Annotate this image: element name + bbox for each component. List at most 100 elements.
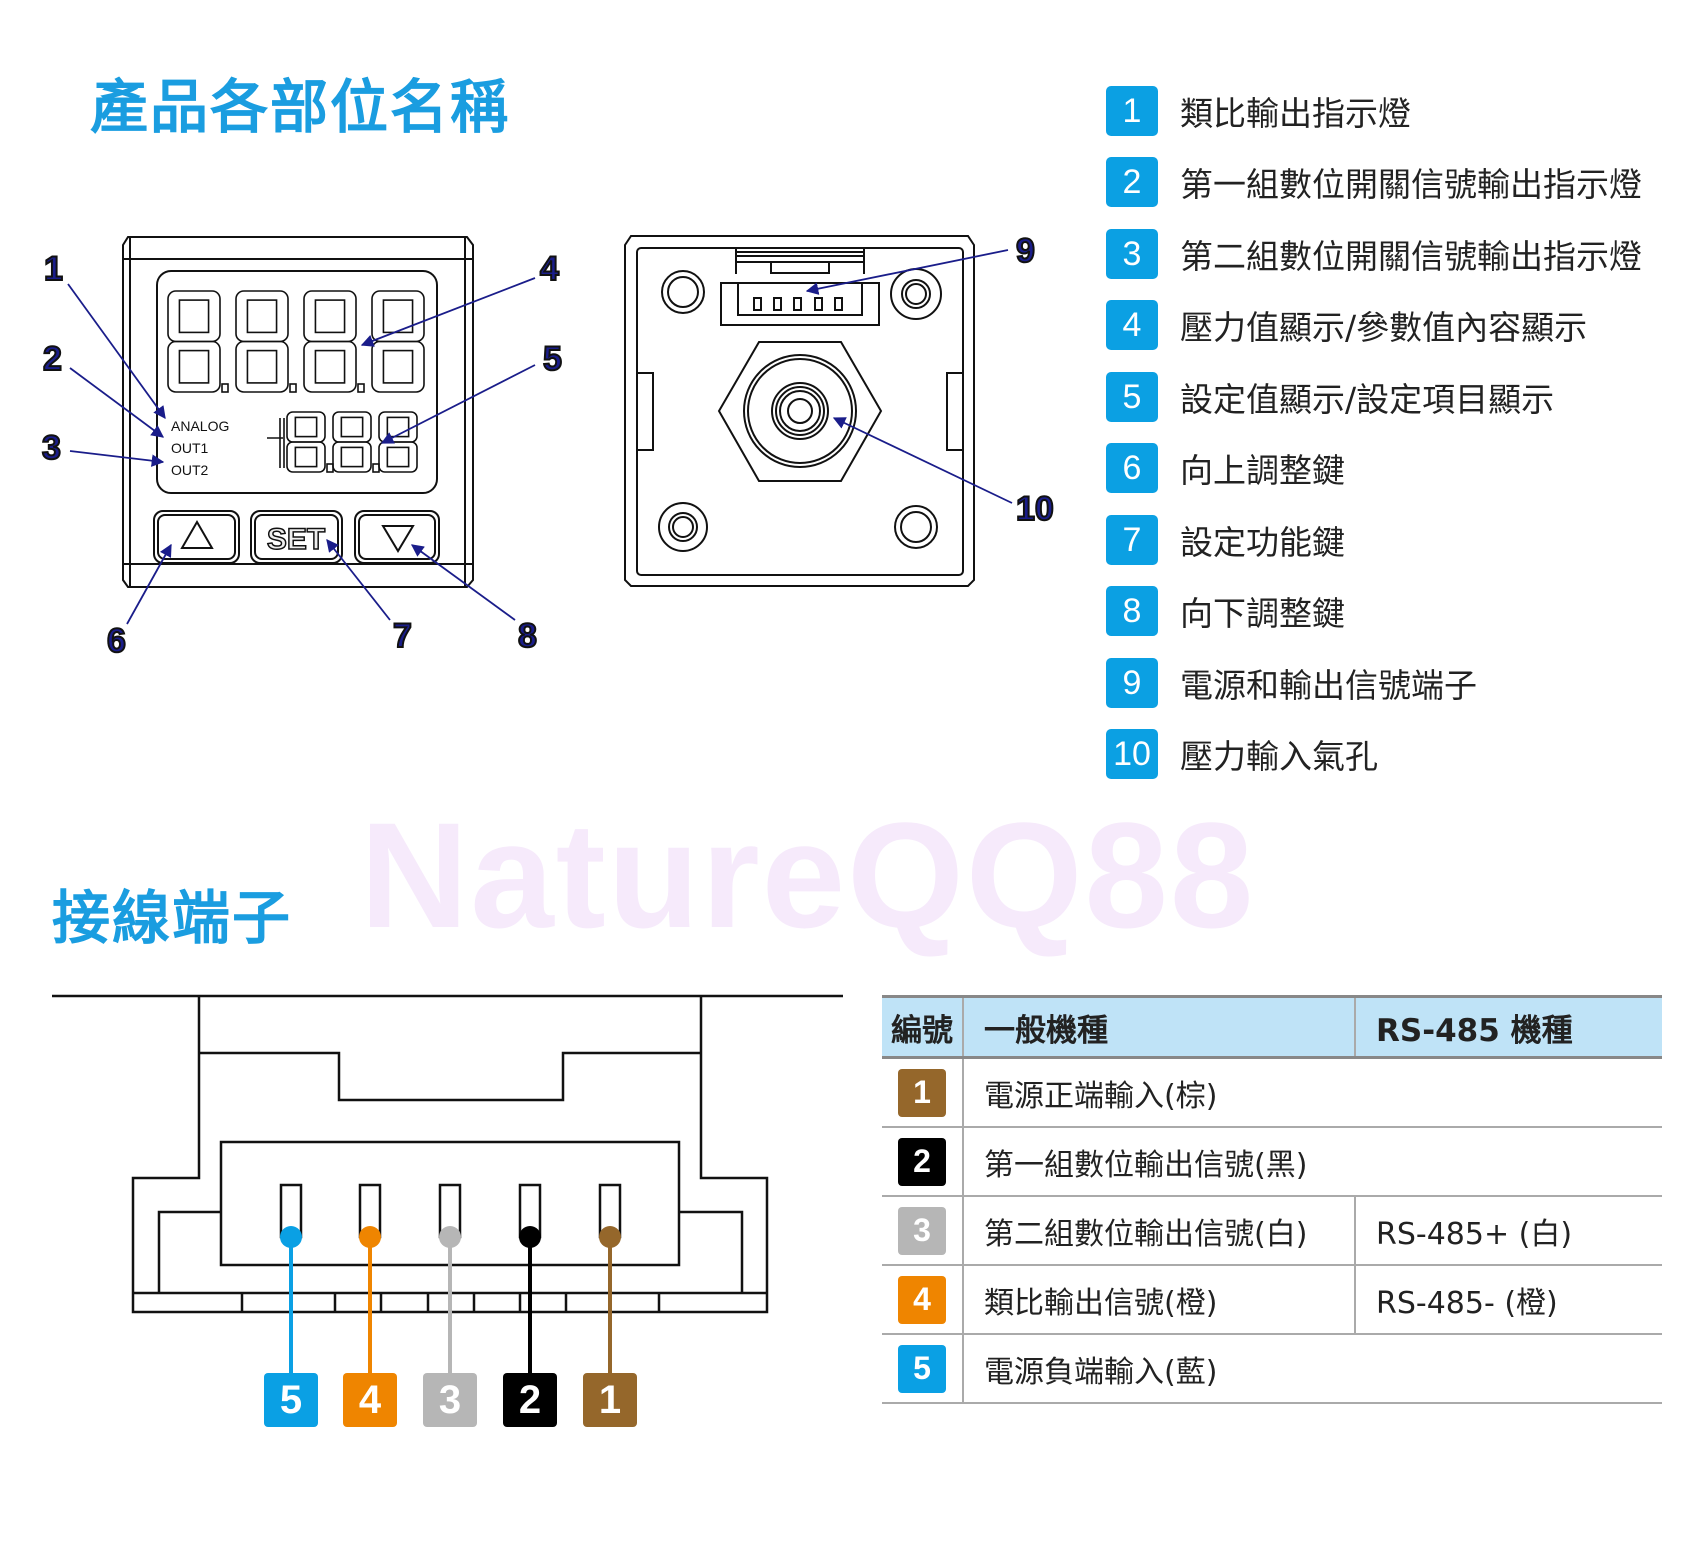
legend-label: 壓力值顯示/參數值內容顯示	[1180, 308, 1588, 347]
legend-label: 設定功能鍵	[1180, 523, 1345, 562]
legend-label: 第二組數位開關信號輸出指示燈	[1180, 237, 1642, 276]
legend-label: 設定值顯示/設定項目顯示	[1180, 380, 1555, 419]
callout-9: 9	[1016, 232, 1035, 270]
callout-10: 10	[1016, 490, 1054, 528]
seven-segment-digit	[332, 411, 380, 473]
table-header: 編號 一般機種 RS-485 機種	[882, 995, 1662, 1059]
legend-number-badge: 9	[1106, 658, 1158, 708]
legend-number-badge: 3	[1106, 229, 1158, 279]
up-button[interactable]	[153, 510, 240, 564]
legend-label: 壓力輸入氣孔	[1180, 737, 1378, 776]
wire-badge-1: 1	[583, 1373, 637, 1427]
header-general: 一般機種	[963, 995, 1356, 1059]
seven-segment-digit	[235, 290, 297, 393]
legend-item: 5 設定值顯示/設定項目顯示	[1106, 371, 1554, 423]
legend-item: 3 第二組數位開關信號輸出指示燈	[1106, 228, 1642, 280]
wire-badge-3: 3	[423, 1373, 477, 1427]
wiring-section-title: 接線端子	[52, 884, 293, 952]
header-number: 編號	[882, 995, 964, 1059]
table-row: 1 電源正端輸入(棕)	[882, 1057, 1662, 1128]
wire-dot	[519, 1226, 541, 1248]
legend-label: 類比輸出指示燈	[1180, 94, 1411, 133]
seven-segment-digit	[303, 290, 365, 393]
triangle-up-icon	[180, 519, 214, 549]
row-general: 第一組數位輸出信號(黑)	[963, 1127, 1662, 1197]
legend-label: 向下調整鍵	[1180, 594, 1345, 633]
wire-color-badge: 4	[898, 1275, 946, 1324]
row-number: 5	[882, 1334, 964, 1404]
row-general: 第二組數位輸出信號(白)	[963, 1196, 1356, 1266]
row-number: 2	[882, 1127, 964, 1197]
row-rs485: RS-485- (橙)	[1355, 1265, 1662, 1335]
device-drawings: ANALOG OUT1 OUT2 SET 1 2 3 4 5 6 7 8	[41, 231, 1055, 1375]
legend-number-badge: 8	[1106, 586, 1158, 636]
legend-number-badge: 10	[1106, 729, 1158, 779]
callout-4: 4	[540, 250, 559, 288]
back-panel	[624, 235, 975, 587]
callout-2: 2	[43, 340, 62, 378]
legend-item: 8 向下調整鍵	[1106, 585, 1345, 637]
legend-label: 電源和輸出信號端子	[1180, 666, 1477, 705]
row-number: 3	[882, 1196, 964, 1266]
legend-item: 10 壓力輸入氣孔	[1106, 728, 1378, 780]
seven-segment-digit	[378, 411, 418, 473]
legend-label: 第一組數位開關信號輸出指示燈	[1180, 165, 1642, 204]
row-number: 1	[882, 1057, 964, 1128]
wire-dot	[439, 1226, 461, 1248]
legend-number-badge: 6	[1106, 443, 1158, 493]
table-row: 4 類比輸出信號(橙)RS-485- (橙)	[882, 1265, 1662, 1335]
legend-number-badge: 4	[1106, 300, 1158, 350]
legend-item: 2 第一組數位開關信號輸出指示燈	[1106, 156, 1642, 208]
pressure-port-hex	[717, 341, 883, 482]
down-button[interactable]	[354, 510, 440, 564]
seven-segment-digit	[371, 290, 425, 393]
wire-dot	[359, 1226, 381, 1248]
wire-badge-2: 2	[503, 1373, 557, 1427]
row-general: 電源正端輸入(棕)	[963, 1057, 1662, 1128]
row-rs485: RS-485+ (白)	[1355, 1196, 1662, 1266]
triangle-down-icon	[381, 525, 415, 553]
wire-color-badge: 3	[898, 1206, 946, 1255]
seven-segment-digit	[286, 411, 334, 473]
row-general: 類比輸出信號(橙)	[963, 1265, 1356, 1335]
terminal-connector	[720, 248, 880, 326]
front-callout-lines	[67, 277, 536, 625]
minus-one-segment	[267, 418, 285, 468]
lcd-digits	[167, 290, 425, 473]
parts-section-title: 產品各部位名稱	[90, 73, 511, 141]
row-number: 4	[882, 1265, 964, 1335]
indicator-analog: ANALOG	[171, 418, 229, 434]
table-row: 3 第二組數位輸出信號(白)RS-485+ (白)	[882, 1196, 1662, 1266]
callout-1: 1	[44, 250, 63, 288]
legend-number-badge: 2	[1106, 157, 1158, 207]
wire-dot	[280, 1226, 302, 1248]
callout-3: 3	[42, 429, 61, 467]
set-button-label: SET	[267, 523, 325, 556]
front-panel: ANALOG OUT1 OUT2 SET	[122, 236, 474, 588]
header-rs485: RS-485 機種	[1355, 995, 1662, 1059]
callout-8: 8	[518, 617, 537, 655]
indicator-out2: OUT2	[171, 462, 209, 478]
wire-color-badge: 1	[898, 1068, 946, 1117]
set-button[interactable]: SET	[250, 510, 343, 564]
legend-label: 向上調整鍵	[1180, 451, 1345, 490]
legend-item: 9 電源和輸出信號端子	[1106, 657, 1477, 709]
table-row: 5 電源負端輸入(藍)	[882, 1334, 1662, 1404]
connector-drawing	[52, 994, 843, 1375]
wire-dot	[599, 1226, 621, 1248]
back-callout-lines	[805, 249, 1013, 504]
wire-color-badge: 5	[898, 1344, 946, 1393]
lcd-screen	[156, 270, 438, 494]
table-row: 2 第一組數位輸出信號(黑)	[882, 1127, 1662, 1197]
legend-item: 4 壓力值顯示/參數值內容顯示	[1106, 299, 1587, 351]
seven-segment-digit	[167, 290, 229, 393]
wire-badge-5: 5	[264, 1373, 318, 1427]
wire-color-badge: 2	[898, 1137, 946, 1186]
row-general: 電源負端輸入(藍)	[963, 1334, 1662, 1404]
legend-number-badge: 7	[1106, 515, 1158, 565]
watermark: NatureQQ88	[360, 791, 1256, 959]
callout-6: 6	[107, 622, 126, 660]
wiring-table: 編號 一般機種 RS-485 機種 1 電源正端輸入(棕) 2 第一組數位輸出信號(黑…	[882, 995, 1662, 1404]
legend-number-badge: 1	[1106, 86, 1158, 136]
legend-number-badge: 5	[1106, 372, 1158, 422]
